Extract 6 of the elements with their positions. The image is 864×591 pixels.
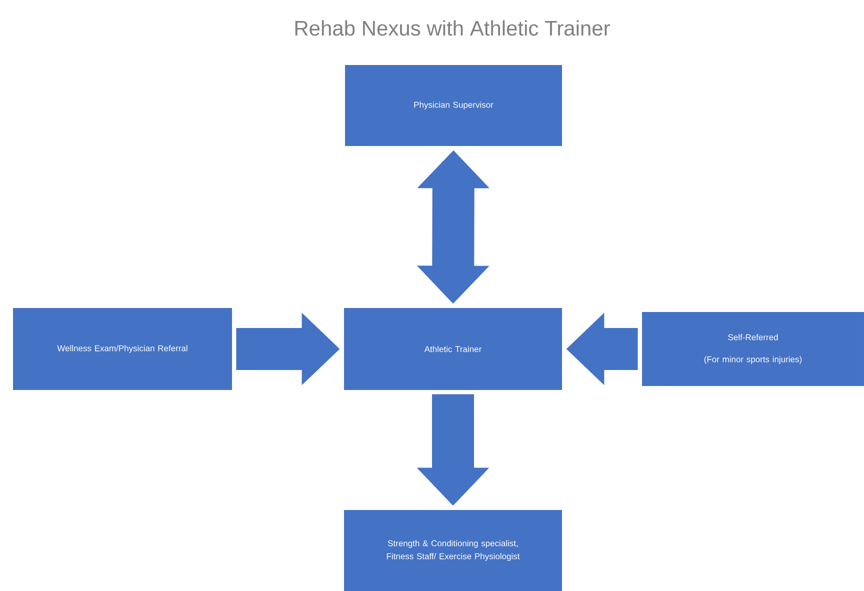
title: Rehab Nexus with Athletic Trainer: [295, 20, 610, 36]
process-box: Strength & Conditioning specialist, Fitness Staff/ Exercise Physiologist: [344, 510, 562, 591]
process-box: Physician Supervisor: [345, 65, 562, 146]
process-box: Athletic Trainer: [344, 308, 562, 390]
process-box: Wellness Exam/Physician Referral: [13, 308, 232, 390]
process-box: Self-Referred (For minor sports injuries): [642, 312, 864, 386]
